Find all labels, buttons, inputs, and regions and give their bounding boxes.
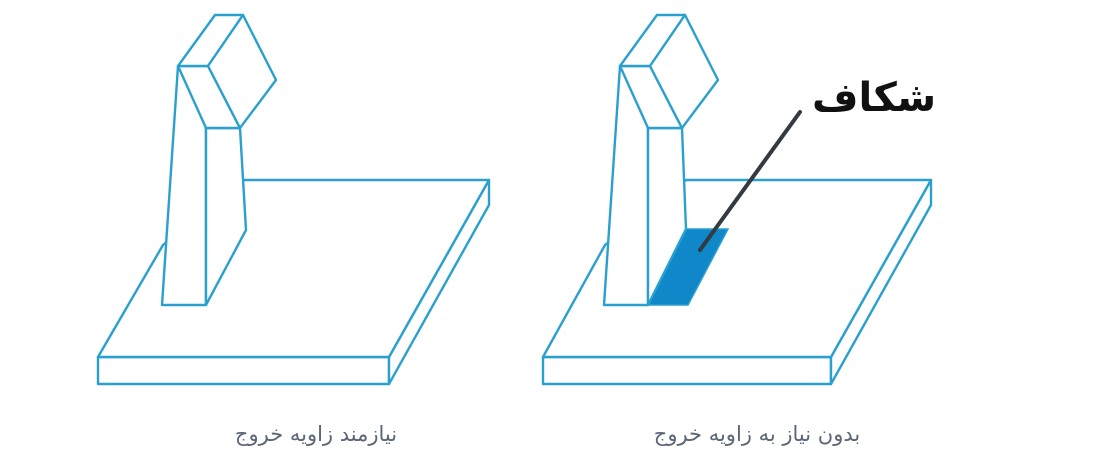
left-block-side-face xyxy=(206,13,278,130)
left-plate-front-face xyxy=(96,355,391,386)
left-figure xyxy=(96,13,491,386)
right-plate-front-face xyxy=(541,355,833,386)
right-figure-caption: بدون نیاز به زاویه خروج xyxy=(653,422,861,446)
right-plate-top-face xyxy=(541,178,933,359)
crack-label: شکاف xyxy=(812,75,937,121)
crack-pointer-line xyxy=(698,110,802,252)
right-block-side-face xyxy=(648,13,720,130)
left-figure-caption: نیازمند زاویه خروج xyxy=(234,422,398,446)
left-plate-top-face xyxy=(96,178,491,359)
right-figure xyxy=(541,13,933,386)
